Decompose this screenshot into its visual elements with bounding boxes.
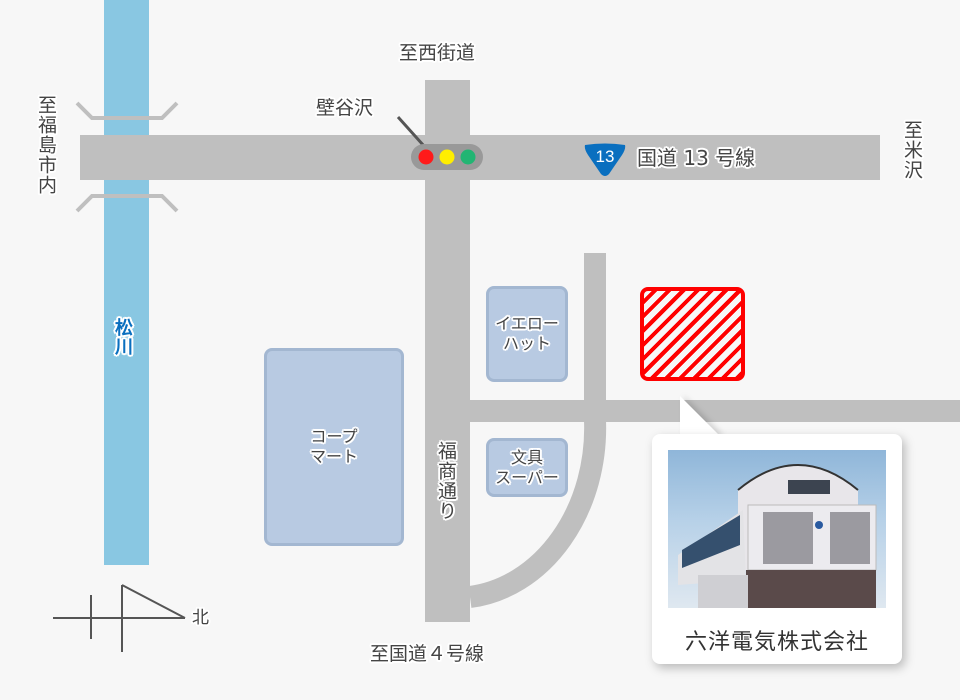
building-coop-mart: コープ マート xyxy=(264,348,404,546)
bridge-north-rail xyxy=(75,101,179,120)
bridge-south-rail xyxy=(75,194,179,213)
route-13-sign-icon: 13 xyxy=(582,143,628,181)
building-label: コープ xyxy=(310,427,358,446)
fukusho-street xyxy=(425,80,470,622)
street-label: 福商通り xyxy=(435,441,457,521)
intersection-pointer xyxy=(396,115,426,148)
direction-east-label: 至米沢 xyxy=(901,120,923,180)
compass-north-label: 北 xyxy=(192,608,209,628)
building-label: マート xyxy=(309,447,358,466)
river xyxy=(104,0,149,565)
curved-road xyxy=(468,253,607,608)
traffic-light-green xyxy=(460,149,476,165)
direction-north-label: 至西街道 xyxy=(399,42,476,64)
company-name: 六洋電気株式会社 xyxy=(684,630,869,655)
route-sign-number: 13 xyxy=(595,147,615,166)
traffic-light-yellow xyxy=(439,149,455,165)
callout-pointer xyxy=(680,396,720,436)
company-building-photo xyxy=(668,450,886,608)
building-label: 文具 xyxy=(510,447,543,467)
building-label: スーパー xyxy=(495,467,559,487)
destination-callout: 六洋電気株式会社 xyxy=(652,434,902,664)
building-stationery-super: 文具 スーパー xyxy=(486,438,568,497)
direction-south-label: 至国道４号線 xyxy=(370,643,485,665)
building-label: ハット xyxy=(502,334,551,353)
river-label: 松川 xyxy=(112,318,133,356)
direction-west-label: 至福島市内 xyxy=(35,95,57,195)
intersection-name: 壁谷沢 xyxy=(316,97,374,119)
destination-marker[interactable] xyxy=(640,287,745,381)
building-yellow-hat: イエロー ハット xyxy=(486,286,568,382)
route-13-label: 国道 13 号線 xyxy=(637,146,756,170)
building-label: イエロー xyxy=(495,314,559,333)
traffic-light-red xyxy=(418,149,434,165)
compass-icon xyxy=(53,584,186,652)
